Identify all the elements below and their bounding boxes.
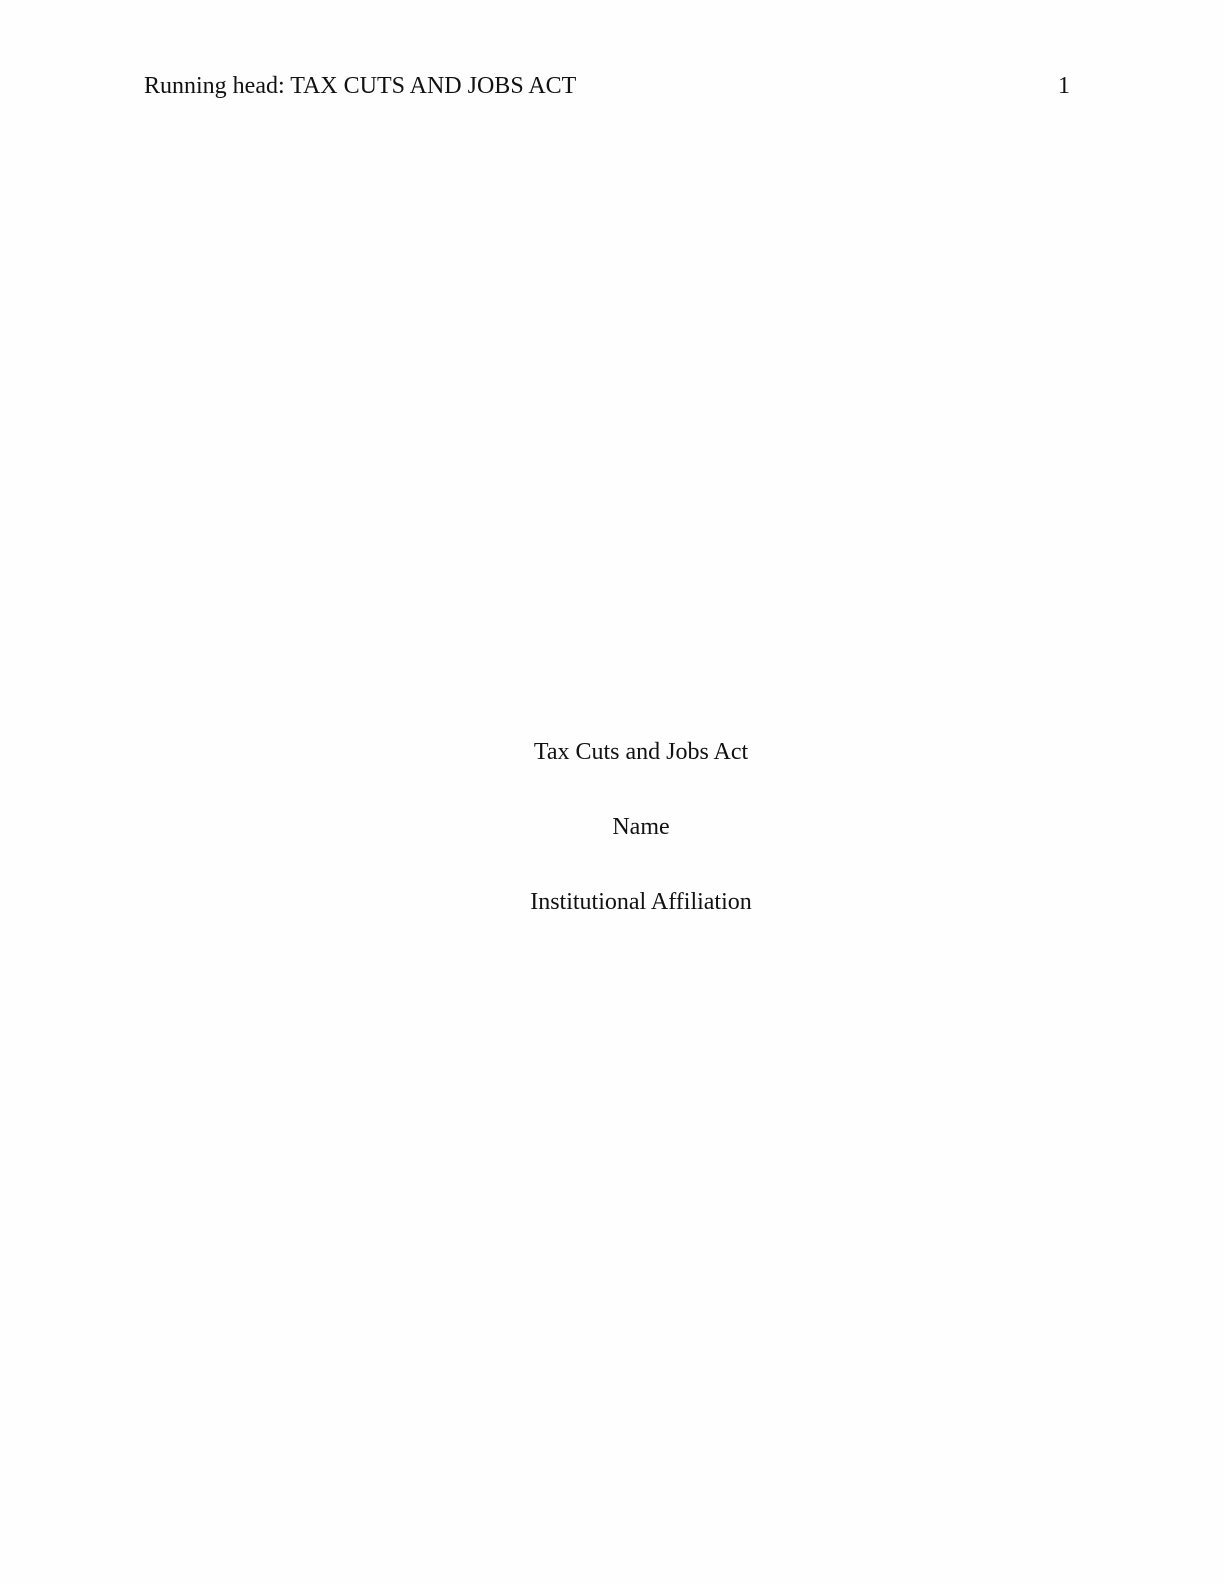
title-block: Tax Cuts and Jobs Act Name Institutional…	[144, 736, 1138, 961]
author-name: Name	[612, 814, 670, 840]
page-number: 1	[1058, 73, 1070, 99]
page-header: Running head: TAX CUTS AND JOBS ACT 1	[144, 70, 1070, 102]
institutional-affiliation: Institutional Affiliation	[530, 889, 752, 915]
running-head: Running head: TAX CUTS AND JOBS ACT	[144, 73, 577, 99]
paper-title: Tax Cuts and Jobs Act	[533, 739, 749, 765]
